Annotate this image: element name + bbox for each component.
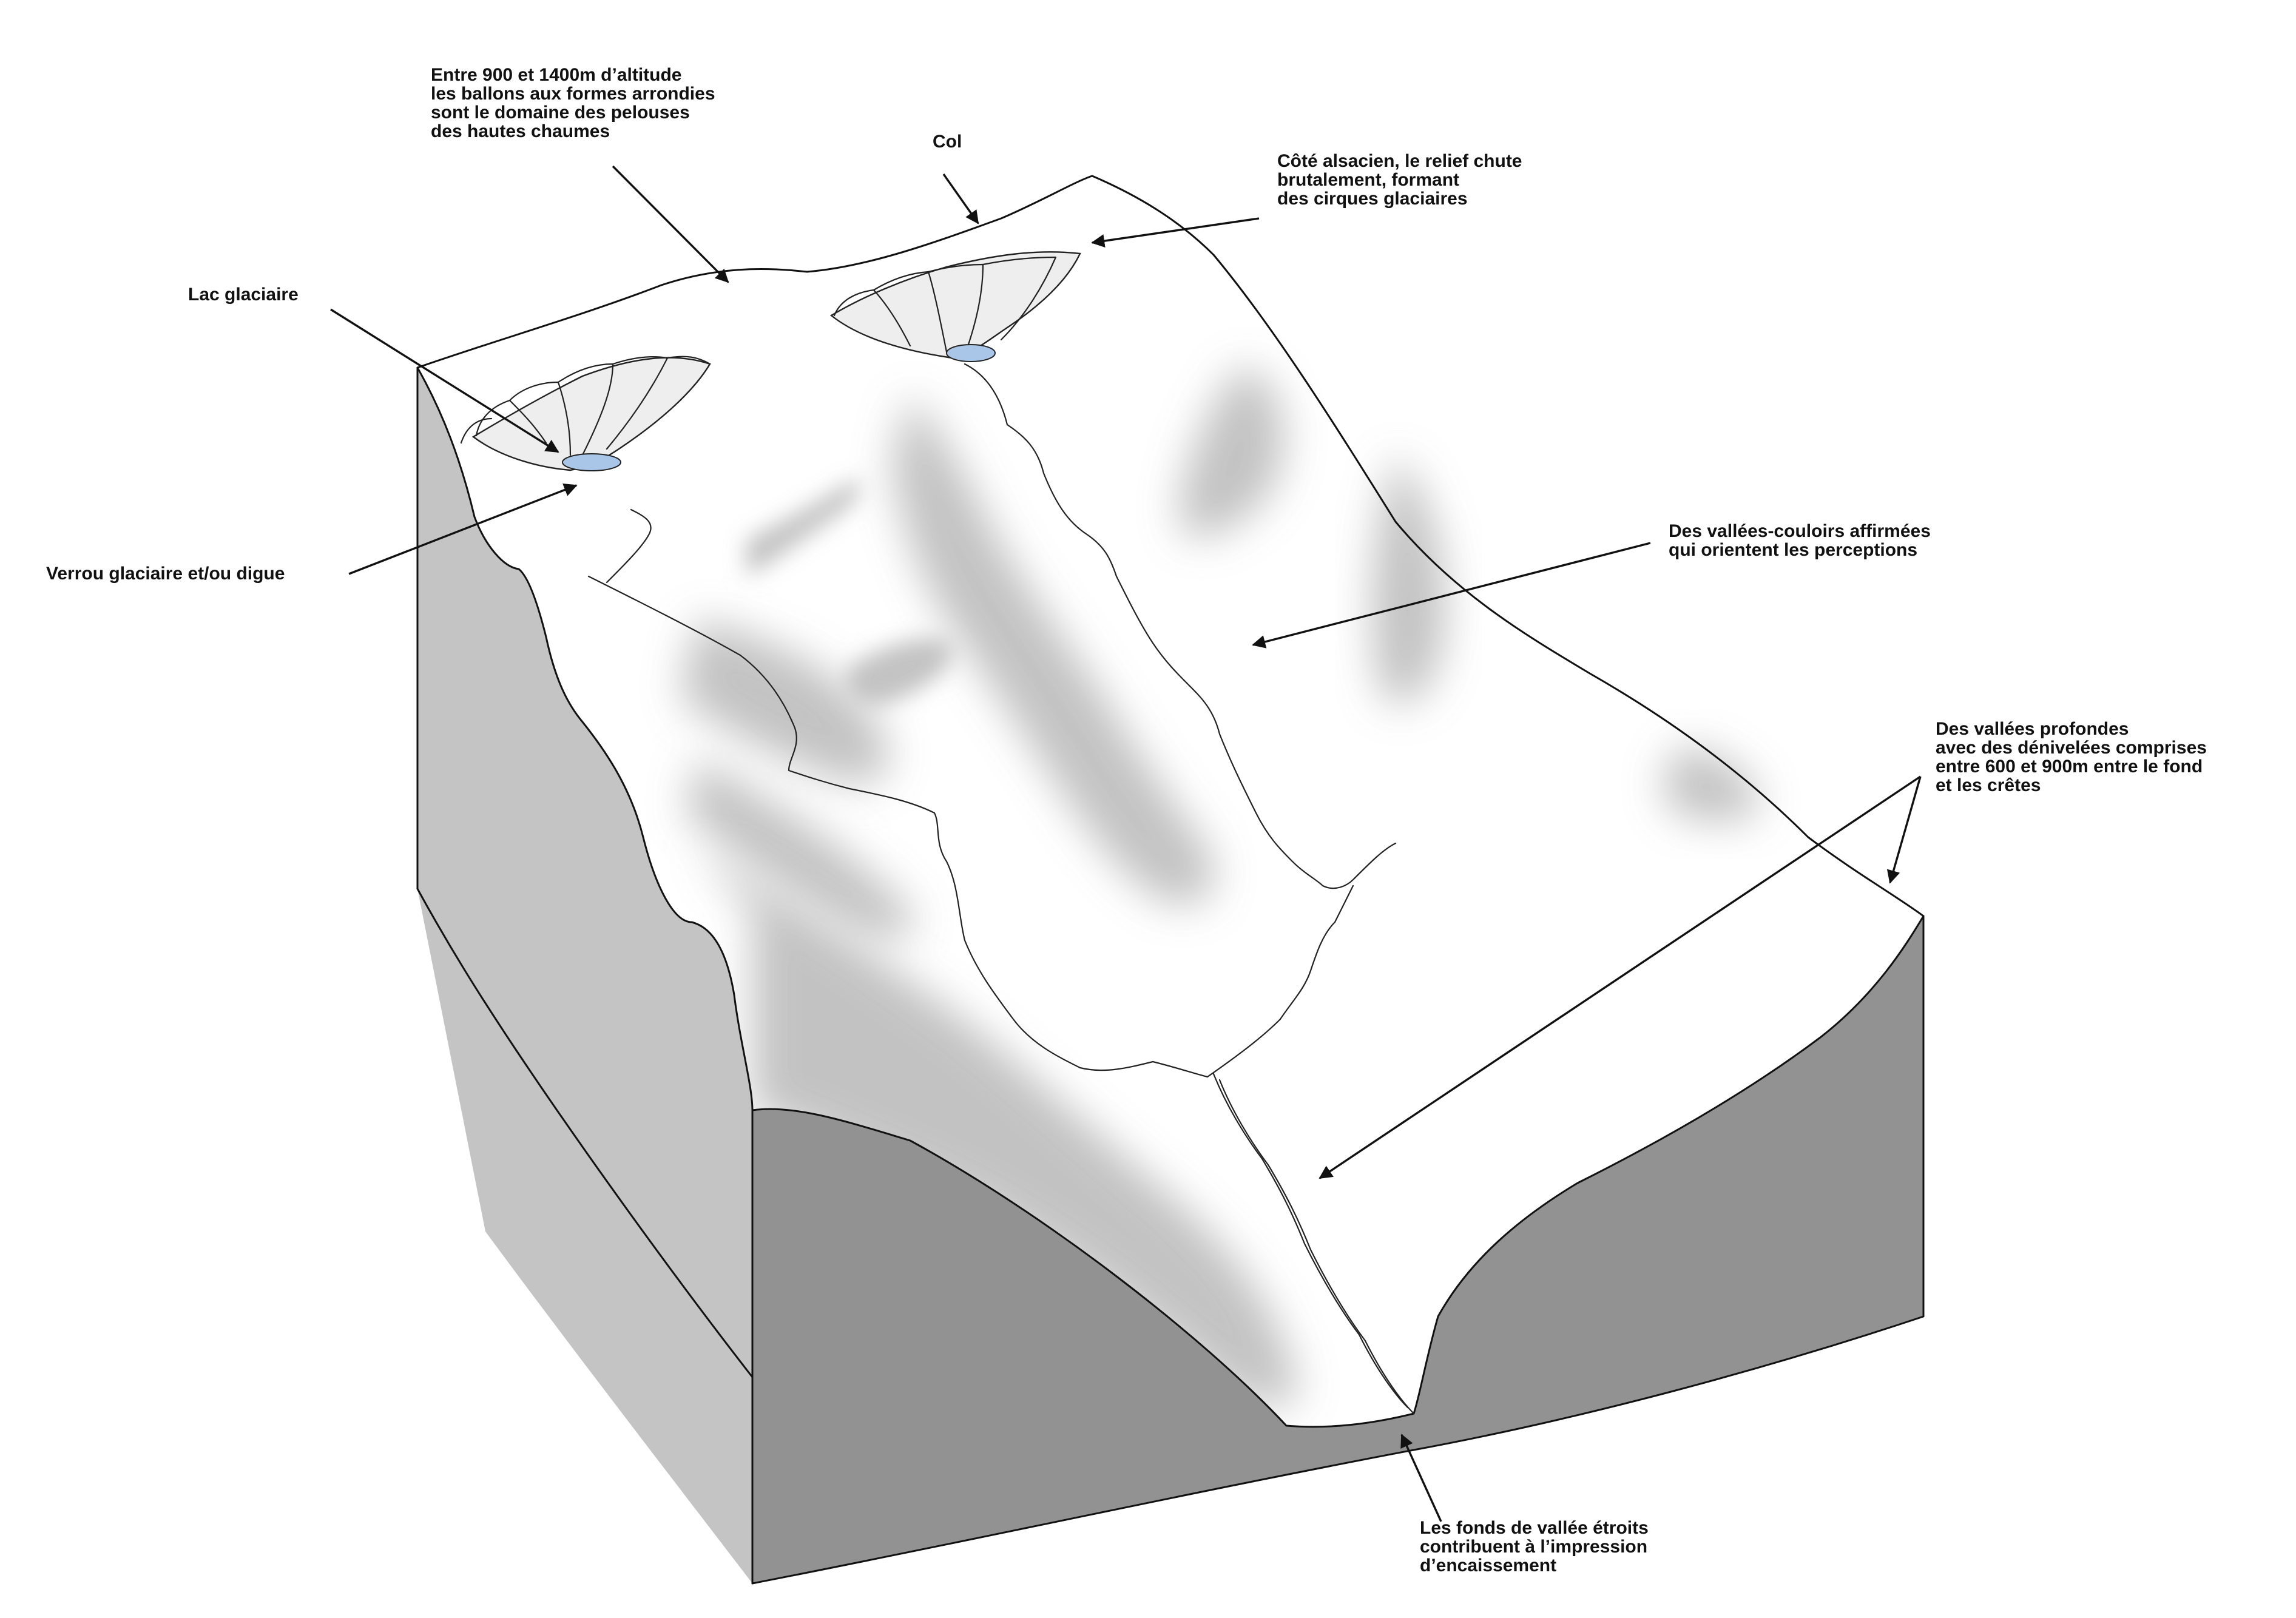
outlines [416, 175, 1925, 1585]
label-cote-alsacien: Côté alsacien, le relief chute brutaleme… [1277, 151, 1522, 209]
left-face [417, 368, 752, 1583]
arrow-cote-alsacien [1091, 217, 1260, 248]
arrow-fonds [1400, 1434, 1442, 1522]
label-lac-glaciaire: Lac glaciaire [188, 285, 299, 305]
cirque-east [829, 251, 1081, 362]
leader-arrows [330, 165, 1922, 1522]
label-fonds: Les fonds de vallée étroits contribuent … [1420, 1518, 1649, 1576]
arrow-ballons [612, 165, 729, 283]
arrow-verrou [348, 484, 578, 575]
label-col: Col [933, 132, 962, 152]
glacial-lake-west [562, 453, 621, 471]
terrain-shading [680, 364, 1760, 1406]
arrow-couloirs [1252, 542, 1651, 649]
label-profondes: Des vallées profondes avec des dénivelée… [1936, 719, 2207, 795]
label-ballons: Entre 900 et 1400m d’altitude les ballon… [431, 65, 715, 141]
front-face [752, 916, 1923, 1583]
label-couloirs: Des vallées-couloirs affirmées qui orien… [1669, 521, 1931, 560]
arrow-col [942, 174, 979, 224]
arrow-profondes-2 [1886, 776, 1922, 884]
valley-contours [587, 363, 1415, 1415]
arrow-lac [330, 308, 559, 453]
arrow-profondes-1 [1319, 775, 1921, 1179]
glacial-lake-east [946, 344, 996, 362]
label-verrou: Verrou glaciaire et/ou digue [46, 564, 285, 584]
cirque-west [460, 356, 711, 471]
